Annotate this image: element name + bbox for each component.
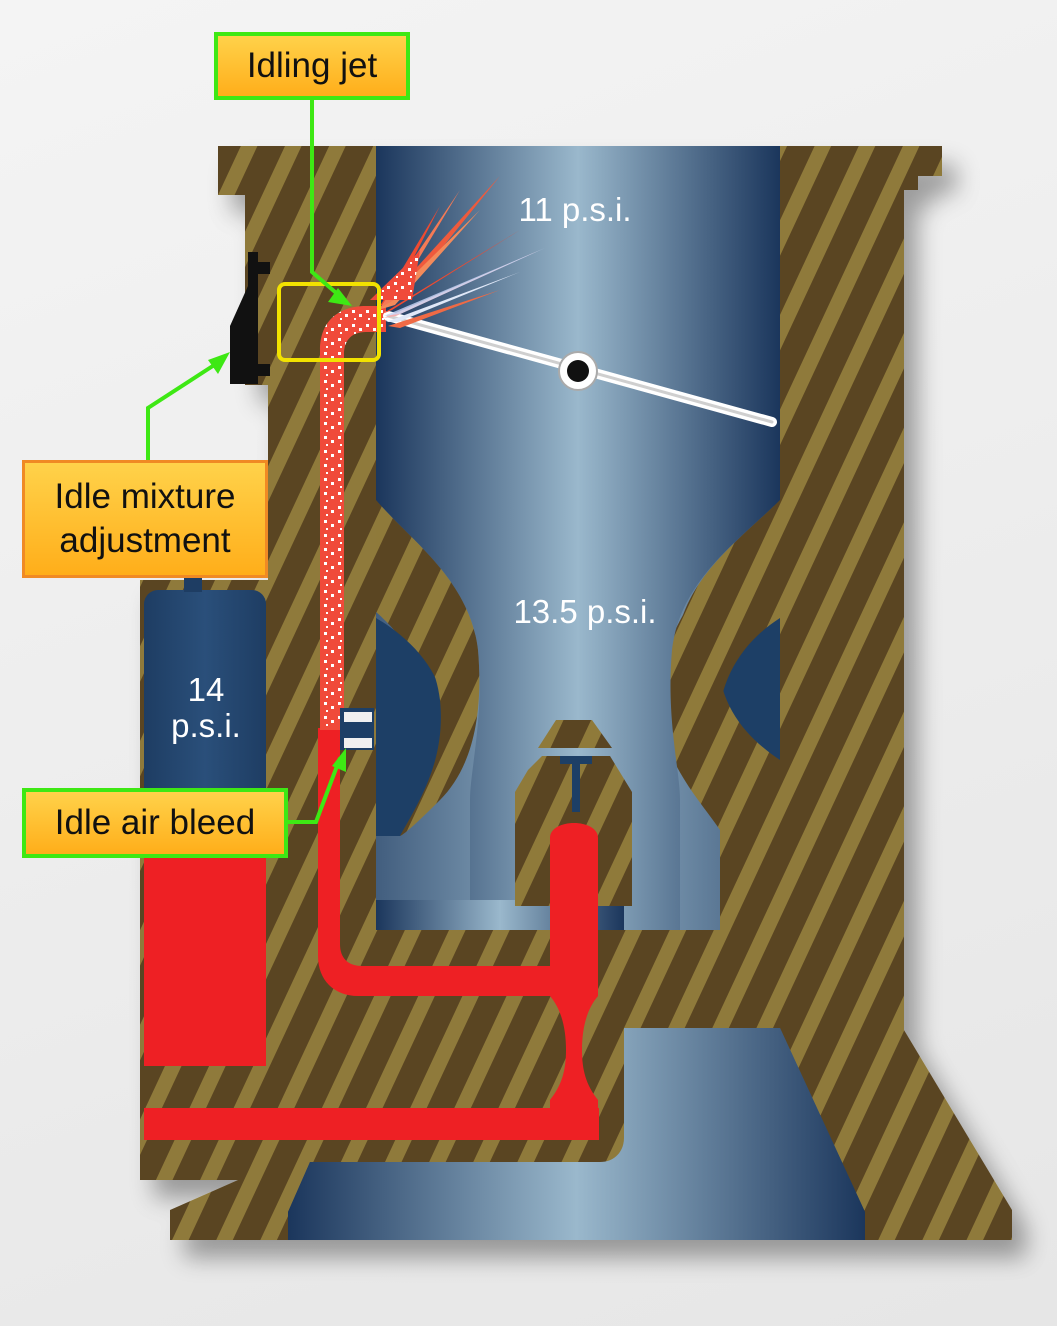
leader-idle-mixture bbox=[146, 358, 224, 460]
idle-emulsion-tube bbox=[320, 306, 386, 730]
pressure-label-throat: 11 p.s.i. bbox=[518, 191, 632, 228]
leader-idle-air-bleed bbox=[288, 757, 342, 824]
throttle-valve bbox=[383, 311, 777, 427]
throat-upper bbox=[376, 146, 780, 506]
callout-idling-jet-text: Idling jet bbox=[246, 46, 378, 85]
idle-fuel-passage bbox=[318, 728, 560, 996]
idling-jet-highlight bbox=[277, 282, 381, 362]
fuel-passages bbox=[144, 728, 599, 1140]
venturi-wall-left bbox=[376, 500, 480, 836]
leader-lines bbox=[146, 100, 344, 824]
nozzle-stem bbox=[572, 756, 580, 812]
callout-idle-air-bleed: Idle air bleed bbox=[22, 788, 288, 858]
fuel-channel-bottom bbox=[144, 1108, 599, 1140]
arrowhead-idle-mixture bbox=[208, 352, 230, 374]
idle-mixture-screw bbox=[230, 252, 270, 384]
fuel-spray bbox=[370, 176, 545, 328]
float-chamber-fuel bbox=[144, 856, 266, 1066]
callout-idle-mixture-adjustment: Idle mixture adjustment bbox=[22, 460, 268, 578]
pressure-float-value: 14 bbox=[187, 671, 225, 708]
callout-idle-mixture-line2: adjustment bbox=[59, 521, 231, 560]
discharge-flare bbox=[288, 1028, 865, 1240]
pressure-float-unit: p.s.i. bbox=[171, 707, 241, 744]
venturi-wall-right bbox=[675, 500, 780, 836]
callout-idle-mixture-line1: Idle mixture bbox=[54, 477, 236, 516]
idle-air-bleed-fitting bbox=[340, 708, 374, 750]
arrowhead-idle-air-bleed bbox=[332, 748, 346, 772]
leader-idling-jet bbox=[310, 100, 344, 300]
arrowhead-idling-jet bbox=[328, 288, 352, 306]
main-discharge-tube bbox=[550, 823, 598, 1140]
nozzle-stem-cap bbox=[560, 756, 592, 764]
nozzle-tip bbox=[538, 720, 612, 748]
venturi-section bbox=[376, 500, 780, 930]
pressure-label-float-chamber: 14 p.s.i. bbox=[150, 672, 262, 744]
leader-arrowheads bbox=[208, 288, 352, 772]
callout-idle-air-bleed-text: Idle air bleed bbox=[54, 803, 256, 842]
float-chamber-top-notch bbox=[184, 578, 202, 592]
callout-idling-jet: Idling jet bbox=[214, 32, 410, 100]
pressure-label-venturi: 13.5 p.s.i. bbox=[513, 593, 657, 630]
